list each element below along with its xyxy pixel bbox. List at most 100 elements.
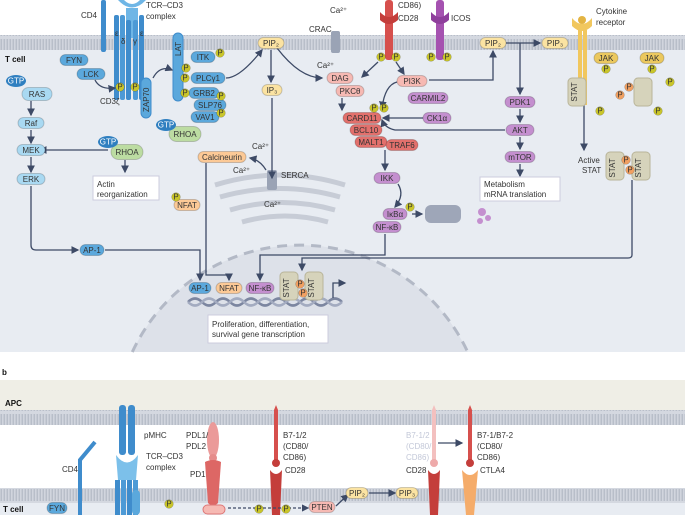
node-label: AP-1 — [191, 284, 209, 293]
lat-label: LAT — [174, 42, 183, 56]
zap70-label: ZAP70 — [142, 87, 151, 112]
node-ck1a: CK1α — [422, 112, 452, 124]
phosphate-icon: P — [130, 82, 140, 92]
svg-text:P: P — [166, 500, 171, 509]
stat-label: STAT — [634, 158, 643, 177]
node-label: ITK — [197, 53, 210, 62]
metabolism-label-2: mRNA translation — [484, 190, 546, 199]
node-label: LCK — [83, 70, 99, 79]
node-label: PIP₂ — [485, 39, 501, 48]
node-label: GRB2 — [193, 89, 215, 98]
stat-label: STAT — [570, 82, 579, 101]
apc-membrane — [0, 410, 685, 425]
node-label: PTEN — [311, 503, 333, 512]
node-ikk: IKK — [373, 172, 401, 184]
b7b-label-2: (CD80/ — [477, 442, 503, 451]
crac-channel — [331, 31, 340, 53]
node-label: CARD11 — [347, 114, 379, 123]
node-label: PKCθ — [340, 87, 361, 96]
gtp-badge: GTP — [156, 119, 176, 131]
svg-text:P: P — [393, 53, 398, 62]
node-fyn: FYN — [59, 54, 89, 66]
dna-helix — [187, 279, 347, 307]
node-rhoa2: RHOA — [110, 144, 144, 160]
phosphate-icon: P — [254, 504, 264, 514]
node-ap1-n: AP-1 — [188, 282, 212, 294]
pdl-label-2: PDL2 — [186, 442, 207, 451]
node-nfkb-n: NF-κB — [245, 282, 275, 294]
cd3z-label: CD3ζ — [100, 97, 120, 106]
node-akt: AKT — [505, 124, 535, 136]
node-pip2b: PIP₂ — [479, 37, 507, 49]
svg-text:P: P — [371, 104, 376, 113]
b7-ctla4 — [462, 405, 478, 515]
cd28-receptor — [380, 0, 398, 60]
phosphate-icon: P — [391, 52, 401, 62]
cd28-b2-label: CD28 — [406, 466, 427, 475]
gtp-badge: GTP — [6, 75, 26, 87]
b7b-label-1: B7-1/B7-2 — [477, 431, 514, 440]
phosphate-icon: P — [621, 155, 631, 165]
node-label: RAS — [29, 90, 45, 99]
node-raf: Raf — [17, 117, 45, 129]
node-erk: ERK — [16, 173, 46, 185]
node-ip3: IP₃ — [261, 84, 283, 96]
epsilon-label: ε — [140, 29, 144, 38]
t-cell-membrane — [0, 35, 685, 50]
node-label: NFAT — [177, 201, 197, 210]
node-label: mTOR — [508, 153, 532, 162]
phosphate-icon: P — [171, 192, 181, 202]
node-mtor: mTOR — [504, 151, 536, 163]
phosphate-icon: P — [215, 48, 225, 58]
b7-label-3: CD86) — [283, 453, 306, 462]
node-label: PI3K — [403, 77, 421, 86]
node-label: PIP₃ — [399, 489, 415, 498]
ctla4-label: CTLA4 — [480, 466, 505, 475]
pdl-label-1: PDL1/ — [186, 431, 209, 440]
stat-dimer-nucleus: STAT STAT — [279, 271, 324, 301]
phosphate-icon: P — [601, 64, 611, 74]
node-label: IP₃ — [267, 86, 278, 95]
cytokine-receptor-label-1: Cytokine — [596, 7, 628, 16]
panel-b-label: b — [2, 368, 7, 377]
node-jak2: JAK — [639, 52, 665, 64]
node-label: IκBα — [387, 210, 404, 219]
apc-label: APC — [5, 399, 22, 408]
transcription-box — [207, 314, 329, 344]
node-nfat-n: NFAT — [215, 282, 243, 294]
svg-text:GTP: GTP — [158, 121, 174, 130]
actin-label-2: reorganization — [97, 190, 148, 199]
node-label: NFAT — [219, 284, 239, 293]
ca-label: Ca²⁺ — [330, 6, 347, 15]
phosphate-icon: P — [295, 279, 305, 289]
ca-label: Ca²⁺ — [233, 166, 250, 175]
node-label: PIP₂ — [263, 39, 279, 48]
cytokine-receptor — [572, 16, 592, 105]
node-jak1: JAK — [593, 52, 619, 64]
node-rhoa1: RHOA — [168, 126, 202, 142]
node-malt1: MALT1 — [354, 136, 388, 148]
transcription-label-2: survival gene transcription — [212, 330, 305, 339]
node-grb2: GRB2 — [188, 87, 220, 99]
svg-text:P: P — [132, 83, 137, 92]
phosphate-icon: P — [164, 499, 174, 509]
zap70 — [140, 77, 152, 119]
t-cell-b-label: T cell — [3, 505, 23, 514]
svg-text:P: P — [655, 107, 660, 116]
node-label: AP-1 — [83, 246, 101, 255]
node-bcl10: BCL10 — [349, 124, 383, 136]
phosphate-icon: P — [180, 73, 190, 83]
node-pdk1: PDK1 — [504, 96, 536, 108]
stat-label: STAT — [282, 278, 291, 297]
b7b-label-3: CD86) — [477, 453, 500, 462]
b7-cd28-faded — [428, 405, 440, 515]
svg-text:P: P — [378, 53, 383, 62]
crac-label: CRAC — [309, 25, 332, 34]
node-traf6: TRAF6 — [385, 139, 419, 151]
delta-label: δ — [121, 37, 126, 46]
b7-cd28-b — [270, 405, 282, 515]
node-card11: CARD11 — [342, 112, 382, 124]
ca-label: Ca²⁺ — [317, 61, 334, 70]
phosphate-icon: P — [376, 52, 386, 62]
node-pi3k: PI3K — [396, 75, 428, 87]
